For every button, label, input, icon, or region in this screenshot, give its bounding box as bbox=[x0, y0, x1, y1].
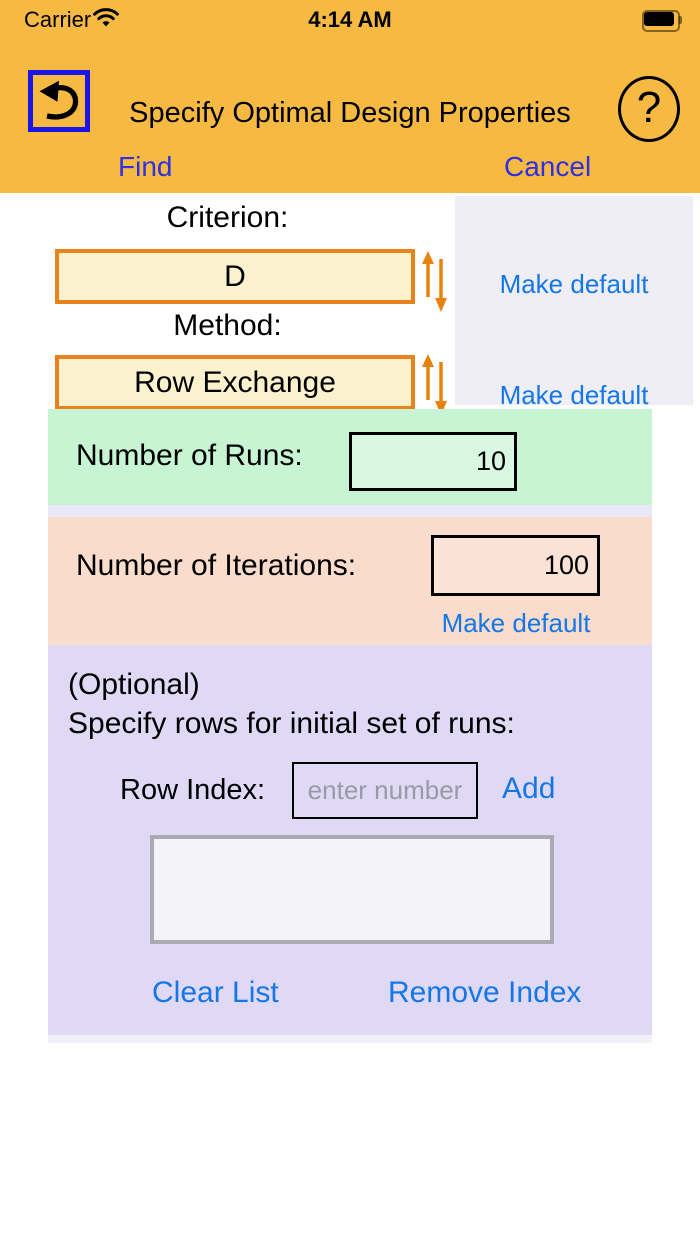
row-index-list[interactable] bbox=[150, 835, 554, 944]
battery-icon bbox=[642, 10, 682, 32]
specify-rows-instruction: Specify rows for initial set of runs: bbox=[68, 707, 515, 740]
carrier-label: Carrier bbox=[24, 7, 92, 32]
number-of-runs-panel: Number of Runs: bbox=[48, 409, 652, 505]
find-button[interactable]: Find bbox=[118, 151, 173, 182]
method-picker[interactable]: Row Exchange bbox=[55, 355, 415, 410]
criterion-stepper-arrows-icon[interactable] bbox=[419, 249, 451, 315]
criterion-make-default-link[interactable]: Make default bbox=[499, 269, 649, 299]
make-default-panel: Make default Make default bbox=[455, 196, 693, 410]
back-button[interactable] bbox=[28, 70, 90, 132]
add-button[interactable]: Add bbox=[502, 772, 556, 805]
clear-list-button[interactable]: Clear List bbox=[152, 976, 279, 1009]
number-of-iterations-label: Number of Iterations: bbox=[76, 549, 357, 582]
number-of-iterations-panel: Number of Iterations: Make default bbox=[48, 517, 652, 645]
method-stepper-arrows-icon[interactable] bbox=[419, 352, 451, 418]
panel-divider bbox=[48, 505, 652, 517]
panel-bottom-edge bbox=[48, 1035, 652, 1043]
iterations-make-default-link[interactable]: Make default bbox=[441, 608, 591, 638]
number-of-runs-input[interactable] bbox=[349, 432, 517, 491]
criterion-label: Criterion: bbox=[166, 201, 289, 234]
cancel-button[interactable]: Cancel bbox=[504, 151, 592, 182]
page-title: Specify Optimal Design Properties bbox=[129, 97, 571, 129]
status-time: 4:14 AM bbox=[308, 7, 392, 32]
optional-label: (Optional) bbox=[68, 668, 200, 701]
help-button[interactable]: ? bbox=[618, 76, 680, 142]
method-make-default-link[interactable]: Make default bbox=[499, 380, 649, 410]
wifi-icon bbox=[92, 7, 120, 34]
row-index-label: Row Index: bbox=[120, 774, 266, 806]
number-of-iterations-input[interactable] bbox=[431, 535, 600, 596]
optional-rows-panel: (Optional) Specify rows for initial set … bbox=[48, 645, 652, 1035]
number-of-runs-label: Number of Runs: bbox=[76, 439, 303, 472]
question-mark-icon: ? bbox=[636, 83, 662, 132]
method-label: Method: bbox=[173, 309, 282, 342]
criterion-picker[interactable]: D bbox=[55, 249, 415, 304]
header-bar: Carrier 4:14 AM Specify Optimal Design P… bbox=[0, 0, 700, 193]
row-index-input[interactable] bbox=[292, 762, 478, 819]
remove-index-button[interactable]: Remove Index bbox=[388, 976, 582, 1009]
